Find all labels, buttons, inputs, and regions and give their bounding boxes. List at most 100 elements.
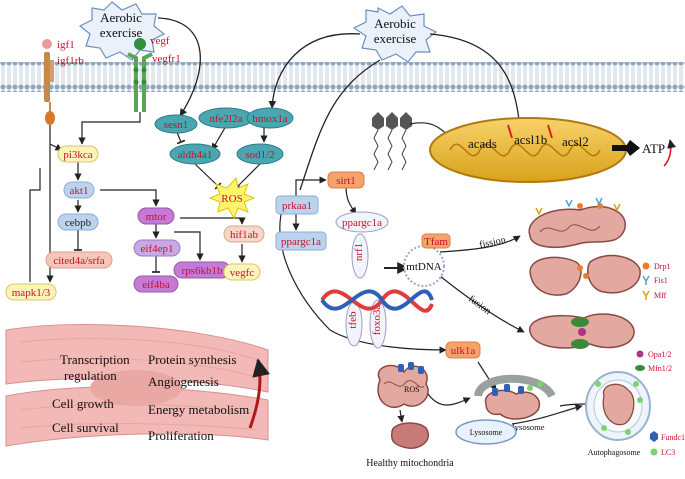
svg-text:Opa1/2: Opa1/2 [648,350,672,359]
node-hif1ab: hif1ab [223,225,265,243]
aerobic-exercise-left-line2: exercise [100,25,143,40]
lysosome: Lysosome [455,419,517,445]
node-mapk13: mapk1/3 [5,283,57,301]
svg-text:Healthy mitochondria: Healthy mitochondria [366,458,454,469]
svg-text:Tfam: Tfam [424,236,448,248]
node-nrf1: nrf1 [351,233,369,279]
svg-text:ppargc1a: ppargc1a [342,217,382,229]
node-pi3kca: pi3kca [57,145,99,163]
svg-text:Drp1: Drp1 [654,262,670,271]
svg-text:mtor: mtor [146,211,167,223]
node-akt1: akt1 [63,181,95,199]
node-cebpb: cebpb [57,213,99,231]
legend: Drp1 Fis1 Mff Opa1/2 Mfn1/2 Fundc1 LC3 [635,262,685,457]
svg-text:foxo3a: foxo3a [371,305,383,336]
node-rps6kb1b: rps6kb1b [173,261,231,279]
svg-text:vegfc: vegfc [230,267,255,279]
node-aldh4a1: aldh4a1 [169,143,221,165]
mtdna-ring: mtDNA [403,245,445,287]
svg-text:hmox1a: hmox1a [252,113,288,125]
fission-mitochondria [528,197,626,249]
svg-text:hif1ab: hif1ab [230,229,259,241]
node-sirt1: sirt1 [327,171,365,189]
fusion-mitochondria [529,313,635,349]
svg-text:Fis1: Fis1 [654,276,668,285]
aerobic-exercise-right-line2: exercise [374,31,417,46]
svg-text:aldh4a1: aldh4a1 [178,149,213,161]
svg-text:Fundc1: Fundc1 [661,433,685,442]
outcome-transcription-1: Transcription [60,352,130,367]
vegfr1-receptor [127,38,153,112]
outcome-transcription-2: regulation [64,368,117,383]
aerobic-exercise-burst-left: Aerobic exercise [78,1,166,61]
node-eif4ep1: eif4ep1 [133,239,181,257]
atp-label: ATP [642,141,665,156]
svg-text:acsl2: acsl2 [562,134,589,149]
svg-text:Lysosome: Lysosome [470,428,503,437]
aerobic-exercise-burst-right: Aerobic exercise [352,5,438,63]
node-sesn1: sesn1 [154,114,198,134]
svg-text:akt1: akt1 [70,185,89,197]
node-ros: ROS [208,176,256,220]
svg-text:rps6kb1b: rps6kb1b [182,265,223,277]
node-sod12: sod1/2 [236,143,284,165]
svg-text:ulk1a: ulk1a [451,345,476,357]
svg-text:mapk1/3: mapk1/3 [12,287,51,299]
svg-text:cited4a/srfa: cited4a/srfa [53,255,104,267]
svg-text:Autophagosome: Autophagosome [588,448,641,457]
svg-text:nrf1: nrf1 [353,243,365,261]
fusion-label: fusion [466,294,493,318]
svg-text:cebpb: cebpb [65,217,92,229]
igf1-label: igf1 [57,39,75,51]
igf1rb-label: igf1rb [57,55,84,67]
node-ppargc1a-left: ppargc1a [275,231,327,251]
vegf-label: vegf [150,35,170,47]
svg-text:Mff: Mff [654,291,667,300]
aerobic-exercise-left-line1: Aerobic [100,10,142,25]
node-prkaa1: prkaa1 [275,195,319,215]
svg-text:ROS: ROS [404,385,420,394]
node-nfe2l2a: nfe2l2a [198,107,254,129]
svg-text:pi3kca: pi3kca [63,149,92,161]
svg-text:prkaa1: prkaa1 [282,200,312,212]
svg-text:nfe2l2a: nfe2l2a [210,113,243,125]
svg-text:acads: acads [468,136,497,151]
node-eif4ba: eif4ba [133,275,179,293]
svg-text:LC3: LC3 [661,448,675,457]
fragmented-mitochondria [529,254,641,296]
cell-membrane [0,62,685,92]
node-ppargc1a-top: ppargc1a [335,211,389,233]
svg-text:sirt1: sirt1 [336,175,356,187]
node-foxo3a: foxo3a [369,299,387,349]
atp-arrow [626,140,640,156]
fission-label: fission [478,235,506,251]
svg-text:ROS: ROS [221,193,242,205]
outcome-protein-synthesis: Protein synthesis [148,352,236,367]
node-vegfc: vegfc [223,263,261,281]
svg-text:acsl1b: acsl1b [514,132,547,147]
node-cited4a: cited4a/srfa [45,251,113,269]
outcome-proliferation: Proliferation [148,428,214,443]
outcome-energy-metabolism: Energy metabolism [148,402,249,417]
igf1-receptor [42,39,55,125]
outcome-cell-growth: Cell growth [52,396,114,411]
node-mtor: mtor [137,207,175,225]
svg-text:mtDNA: mtDNA [406,261,442,273]
dna-helix [320,289,434,313]
node-hmox1a: hmox1a [246,107,294,129]
fatty-acid-molecules [372,112,412,171]
healthy-mitochondrion: Healthy mitochondria [366,422,454,469]
node-tfeb: tfeb [345,301,363,347]
svg-text:sod1/2: sod1/2 [245,149,274,161]
svg-text:eif4ba: eif4ba [142,279,170,291]
svg-text:Mfn1/2: Mfn1/2 [648,364,672,373]
damaged-mitochondrion: ROS [377,362,429,409]
upregulation-arrow [248,358,270,429]
outcome-angiogenesis: Angiogenesis [148,374,219,389]
aerobic-exercise-right-line1: Aerobic [374,16,416,31]
svg-text:tfeb: tfeb [347,311,359,329]
svg-text:eif4ep1: eif4ep1 [141,243,174,255]
svg-text:ppargc1a: ppargc1a [281,236,321,248]
outcome-cell-survival: Cell survival [52,420,119,435]
